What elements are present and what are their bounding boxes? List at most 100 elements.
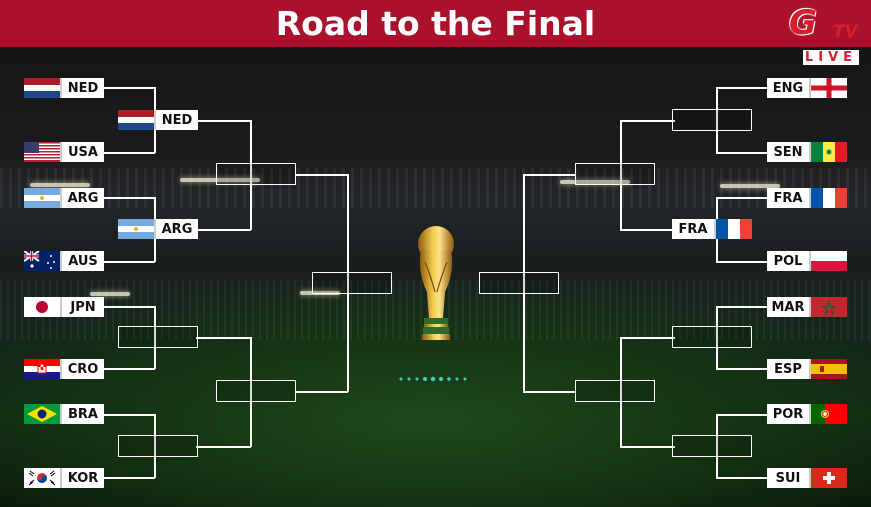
usa-flag-icon [24, 142, 62, 162]
team-pol: POL [767, 251, 847, 271]
bracket-line [716, 152, 775, 154]
quarterfinal-slot [672, 435, 752, 457]
bracket-line [96, 477, 155, 479]
japan-flag-icon [24, 297, 62, 317]
team-por: POR [767, 404, 847, 424]
semifinal-slot [575, 163, 655, 185]
team-code: KOR [67, 470, 99, 486]
spain-flag-icon [809, 359, 847, 379]
team-jpn: JPN [24, 297, 104, 317]
bracket-line [154, 306, 156, 369]
team-esp: ESP [767, 359, 847, 379]
france-flag-icon [714, 219, 752, 239]
team-code: SUI [775, 470, 801, 486]
bracket-line [523, 174, 575, 176]
portugal-flag-icon [809, 404, 847, 424]
team-bra: BRA [24, 404, 104, 424]
floodlight [560, 180, 630, 184]
senegal-flag-icon [809, 142, 847, 162]
team-code: BRA [68, 406, 98, 422]
bracket-line [716, 368, 775, 370]
bracket-line [523, 391, 575, 393]
bracket-line [196, 120, 251, 122]
bracket-line [96, 87, 155, 89]
floodlight [180, 178, 260, 182]
bracket-line [196, 229, 251, 231]
team-arg-quarterfinal: ARG [118, 219, 198, 239]
team-code: MAR [771, 299, 805, 315]
page-title: Road to the Final [275, 4, 596, 43]
live-badge: LIVE [803, 50, 860, 65]
bracket-line [716, 306, 718, 369]
gtv-live-logo: G TV LIVE [781, 0, 871, 68]
bracket-line [620, 337, 675, 339]
croatia-flag-icon [24, 359, 62, 379]
team-code: POR [772, 406, 804, 422]
team-code: AUS [68, 253, 98, 269]
floodlight [30, 183, 90, 187]
bracket-line [250, 337, 252, 447]
team-code: USA [68, 144, 98, 160]
bracket-line [716, 477, 775, 479]
bracket-line [347, 174, 349, 392]
bracket-line [716, 87, 775, 89]
bracket-line [296, 391, 348, 393]
bracket-line [620, 120, 675, 122]
bracket-line [620, 229, 675, 231]
bracket-line [196, 337, 251, 339]
bracket-line [250, 120, 252, 230]
team-sui: SUI [767, 468, 847, 488]
team-code: FRA [773, 190, 803, 206]
switzerland-flag-icon [809, 468, 847, 488]
bracket-line [296, 174, 348, 176]
decorative-dots [398, 367, 473, 382]
netherlands-flag-icon [118, 110, 156, 130]
bracket-line [620, 446, 675, 448]
bracket-line [716, 414, 718, 478]
argentina-flag-icon [118, 219, 156, 239]
bracket-line [716, 414, 775, 416]
team-arg: ARG [24, 188, 104, 208]
england-flag-icon [809, 78, 847, 98]
title-bar: Road to the Final [0, 0, 871, 47]
poland-flag-icon [809, 251, 847, 271]
team-code: NED [67, 80, 99, 96]
netherlands-flag-icon [24, 78, 62, 98]
bracket-line [620, 337, 622, 447]
team-usa: USA [24, 142, 104, 162]
semifinal-slot [575, 380, 655, 402]
team-code: ESP [774, 361, 802, 377]
team-ned-quarterfinal: NED [118, 110, 198, 130]
final-slot-right [479, 272, 559, 294]
team-code: NED [161, 112, 193, 128]
quarterfinal-slot [672, 109, 752, 131]
team-kor: KOR [24, 468, 104, 488]
bracket-line [96, 306, 155, 308]
team-code: ARG [161, 221, 193, 237]
australia-flag-icon [24, 251, 62, 271]
bracket-line [716, 87, 718, 153]
team-eng: ENG [767, 78, 847, 98]
floodlight [90, 292, 130, 296]
team-ned: NED [24, 78, 104, 98]
quarterfinal-slot [118, 435, 198, 457]
team-code: CRO [67, 361, 99, 377]
world-cup-trophy-icon [411, 222, 461, 342]
team-mar: MAR [767, 297, 847, 317]
bracket-line [96, 368, 155, 370]
semifinal-slot [216, 163, 296, 185]
upper-stands [0, 168, 871, 208]
bracket-line [620, 120, 622, 230]
bracket-line [716, 261, 775, 263]
france-flag-icon [809, 188, 847, 208]
bracket-line [716, 197, 775, 199]
bracket-line [96, 414, 155, 416]
team-code: POL [773, 253, 803, 269]
team-code: FRA [678, 221, 708, 237]
bracket-line [523, 174, 525, 392]
morocco-flag-icon [809, 297, 847, 317]
bracket-line [96, 197, 155, 199]
bracket-line [716, 306, 775, 308]
team-code: SEN [773, 144, 803, 160]
bracket-line [196, 446, 251, 448]
